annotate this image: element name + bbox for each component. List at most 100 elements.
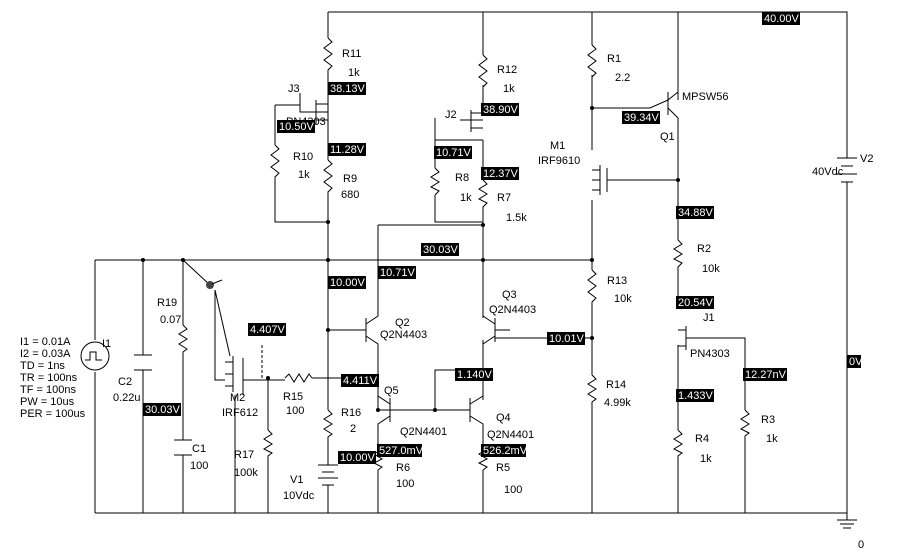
wires <box>94 11 848 520</box>
r2-resistor <box>672 239 683 270</box>
r1-resistor <box>587 44 597 79</box>
svg-text:12.37V: 12.37V <box>483 168 519 180</box>
label-r8-name: R8 <box>455 172 469 184</box>
pulse-param-td: TD = 1ns <box>20 360 65 372</box>
voltage-tag-10-00v-b: 10.00V <box>338 451 376 464</box>
label-r14-value: 4.99k <box>604 397 631 409</box>
svg-text:20.54V: 20.54V <box>678 297 714 309</box>
r14-resistor <box>587 374 597 405</box>
label-r17-name: R17 <box>234 449 254 461</box>
voltage-tag-12-37v: 12.37V <box>481 167 519 180</box>
label-j3-name: J3 <box>288 83 300 95</box>
voltage-tag-38-90v: 38.90V <box>481 103 519 116</box>
label-r7-name: R7 <box>497 192 511 204</box>
label-r8-value: 1k <box>460 192 472 204</box>
svg-text:10.50V: 10.50V <box>279 121 315 133</box>
voltage-tag-34-88v: 34.88V <box>676 206 714 219</box>
label-m1-name: M1 <box>550 140 565 152</box>
label-r4-name: R4 <box>695 433 709 445</box>
r17-resistor <box>262 429 273 458</box>
svg-text:10.00V: 10.00V <box>340 452 376 464</box>
c1-capacitor <box>174 439 192 456</box>
q1-transistor <box>667 88 679 122</box>
label-r17-value: 100k <box>234 467 258 479</box>
voltage-tag-10-71v-q2: 10.71V <box>378 266 416 279</box>
svg-text:4.411V: 4.411V <box>343 375 378 387</box>
label-r12-value: 1k <box>503 83 515 95</box>
pulse-param-per: PER = 100us <box>20 408 86 420</box>
svg-text:38.90V: 38.90V <box>483 104 519 116</box>
label-r2-value: 10k <box>702 263 720 275</box>
label-r12-name: R12 <box>497 64 517 76</box>
svg-text:10.01V: 10.01V <box>549 333 585 345</box>
voltage-tag-30-03v-c2: 30.03V <box>143 403 181 416</box>
svg-text:527.0mV: 527.0mV <box>379 445 424 457</box>
r13-resistor <box>587 269 597 305</box>
svg-text:0V: 0V <box>849 356 863 368</box>
voltage-tag-4-407v: 4.407V <box>248 323 286 336</box>
i1-current-source <box>80 341 110 371</box>
j3-jfet <box>300 100 328 124</box>
voltage-tag-12-27nv: 12.27nV <box>743 368 787 381</box>
label-m1-value: IRF9610 <box>538 155 580 167</box>
label-r5-value: 100 <box>504 484 522 496</box>
svg-text:10.71V: 10.71V <box>436 147 472 159</box>
voltage-tag-526mv: 526.2mV <box>481 444 528 457</box>
c2-capacitor <box>134 354 152 371</box>
r4-resistor <box>672 429 683 460</box>
m2-mosfet <box>214 289 244 392</box>
q2-transistor <box>350 300 379 352</box>
pulse-param-tf: TF = 100ns <box>20 384 76 396</box>
svg-text:10.71V: 10.71V <box>380 267 416 279</box>
svg-text:12.27nV: 12.27nV <box>745 369 787 381</box>
label-r4-value: 1k <box>700 453 712 465</box>
label-r1-name: R1 <box>607 53 621 65</box>
r7-resistor <box>477 179 488 210</box>
label-r5-name: R5 <box>496 462 510 474</box>
svg-text:4.407V: 4.407V <box>250 324 286 336</box>
label-m2-value: IRF612 <box>222 407 258 419</box>
label-c1-value: 100 <box>190 460 208 472</box>
svg-text:10.00V: 10.00V <box>330 277 366 289</box>
label-r19-name: R19 <box>157 297 177 309</box>
label-r15-value: 100 <box>286 405 304 417</box>
m1-mosfet <box>592 165 608 195</box>
label-r6-value: 100 <box>396 478 414 490</box>
label-q1-value: MPSW56 <box>682 91 728 103</box>
svg-text:11.28V: 11.28V <box>330 144 365 156</box>
label-q3-name: Q3 <box>502 289 517 301</box>
label-q2-value: Q2N4403 <box>380 329 427 341</box>
voltage-tag-10-71v-j2: 10.71V <box>434 146 472 159</box>
q4-transistor <box>460 385 484 432</box>
v2-battery <box>837 157 857 190</box>
voltage-tag-4-411v: 4.411V <box>341 374 379 387</box>
pulse-param-i1: I1 = 0.01A <box>20 336 71 348</box>
svg-text:526.2mV: 526.2mV <box>483 445 528 457</box>
pulse-param-pw: PW = 10us <box>20 396 75 408</box>
label-r3-name: R3 <box>761 414 775 426</box>
label-r16-value: 2 <box>350 423 356 435</box>
j2-jfet <box>460 110 483 132</box>
r19-resistor <box>178 324 188 355</box>
label-v1-name: V1 <box>290 474 303 486</box>
label-q2-name: Q2 <box>395 317 410 329</box>
pulse-param-tr: TR = 100ns <box>20 372 78 384</box>
j1-jfet <box>678 326 700 350</box>
label-j2-name: J2 <box>445 109 457 121</box>
label-r13-name: R13 <box>607 275 627 287</box>
label-r6-name: R6 <box>396 462 410 474</box>
r3-resistor <box>739 409 750 440</box>
label-v2-value: 40Vdc <box>812 166 844 178</box>
voltage-tag-10-00v-a: 10.00V <box>328 276 366 289</box>
r11-resistor <box>323 37 333 75</box>
label-r16-name: R16 <box>341 407 361 419</box>
label-j1-name: J1 <box>703 312 715 324</box>
voltage-tag-30-03v-rail: 30.03V <box>421 243 459 256</box>
v1-battery <box>318 464 338 486</box>
r12-resistor <box>478 54 488 89</box>
label-j1-value: PN4303 <box>690 348 730 360</box>
label-q3-value: Q2N4403 <box>489 304 536 316</box>
label-c2-value: 0.22u <box>113 392 141 404</box>
label-r9-value: 680 <box>341 189 359 201</box>
